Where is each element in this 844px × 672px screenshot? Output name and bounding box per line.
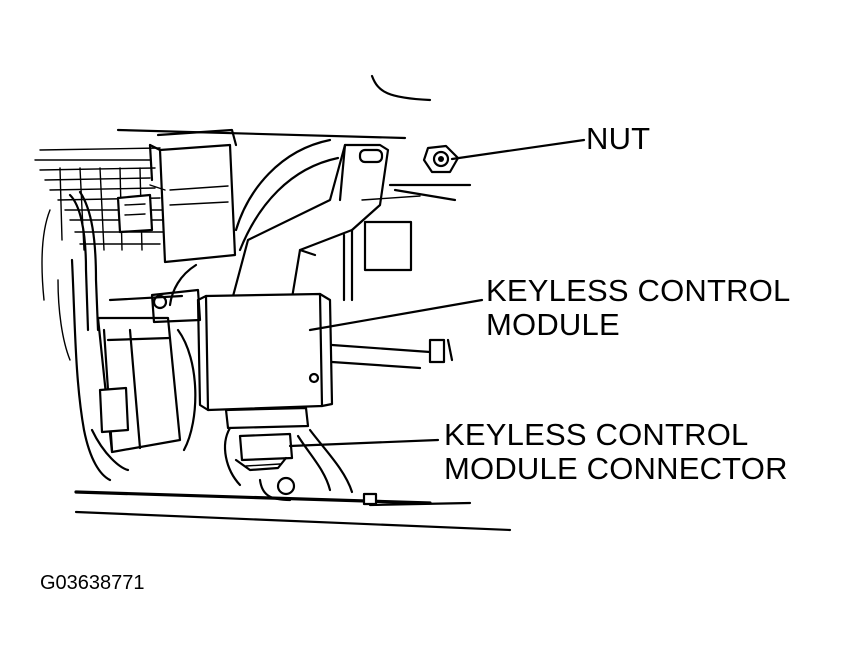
module-leader [308, 298, 484, 332]
upper-relay-block [116, 128, 238, 264]
keyless-control-module-label: KEYLESS CONTROL MODULE [486, 273, 791, 342]
nut-part [422, 144, 460, 174]
nut-label: NUT [586, 121, 651, 156]
module-connector-part [223, 426, 296, 502]
figure-id-label: G03638771 [40, 572, 145, 594]
side-panel-block [363, 220, 413, 272]
mounting-bracket [230, 143, 390, 302]
keyless-control-module-connector-label: KEYLESS CONTROL MODULE CONNECTOR [444, 417, 788, 486]
wiring-harness [68, 138, 340, 332]
nut-leader [450, 138, 586, 161]
blower-motor [96, 288, 202, 454]
upper-trim-curve [370, 74, 432, 102]
side-panel-edge [361, 195, 421, 201]
clip-part [362, 492, 378, 506]
right-side-wiring [296, 338, 454, 506]
connector-leader [288, 438, 440, 448]
leader-lines [288, 138, 586, 448]
bracket-slot [358, 148, 384, 164]
keyless-control-module-part [196, 292, 334, 430]
